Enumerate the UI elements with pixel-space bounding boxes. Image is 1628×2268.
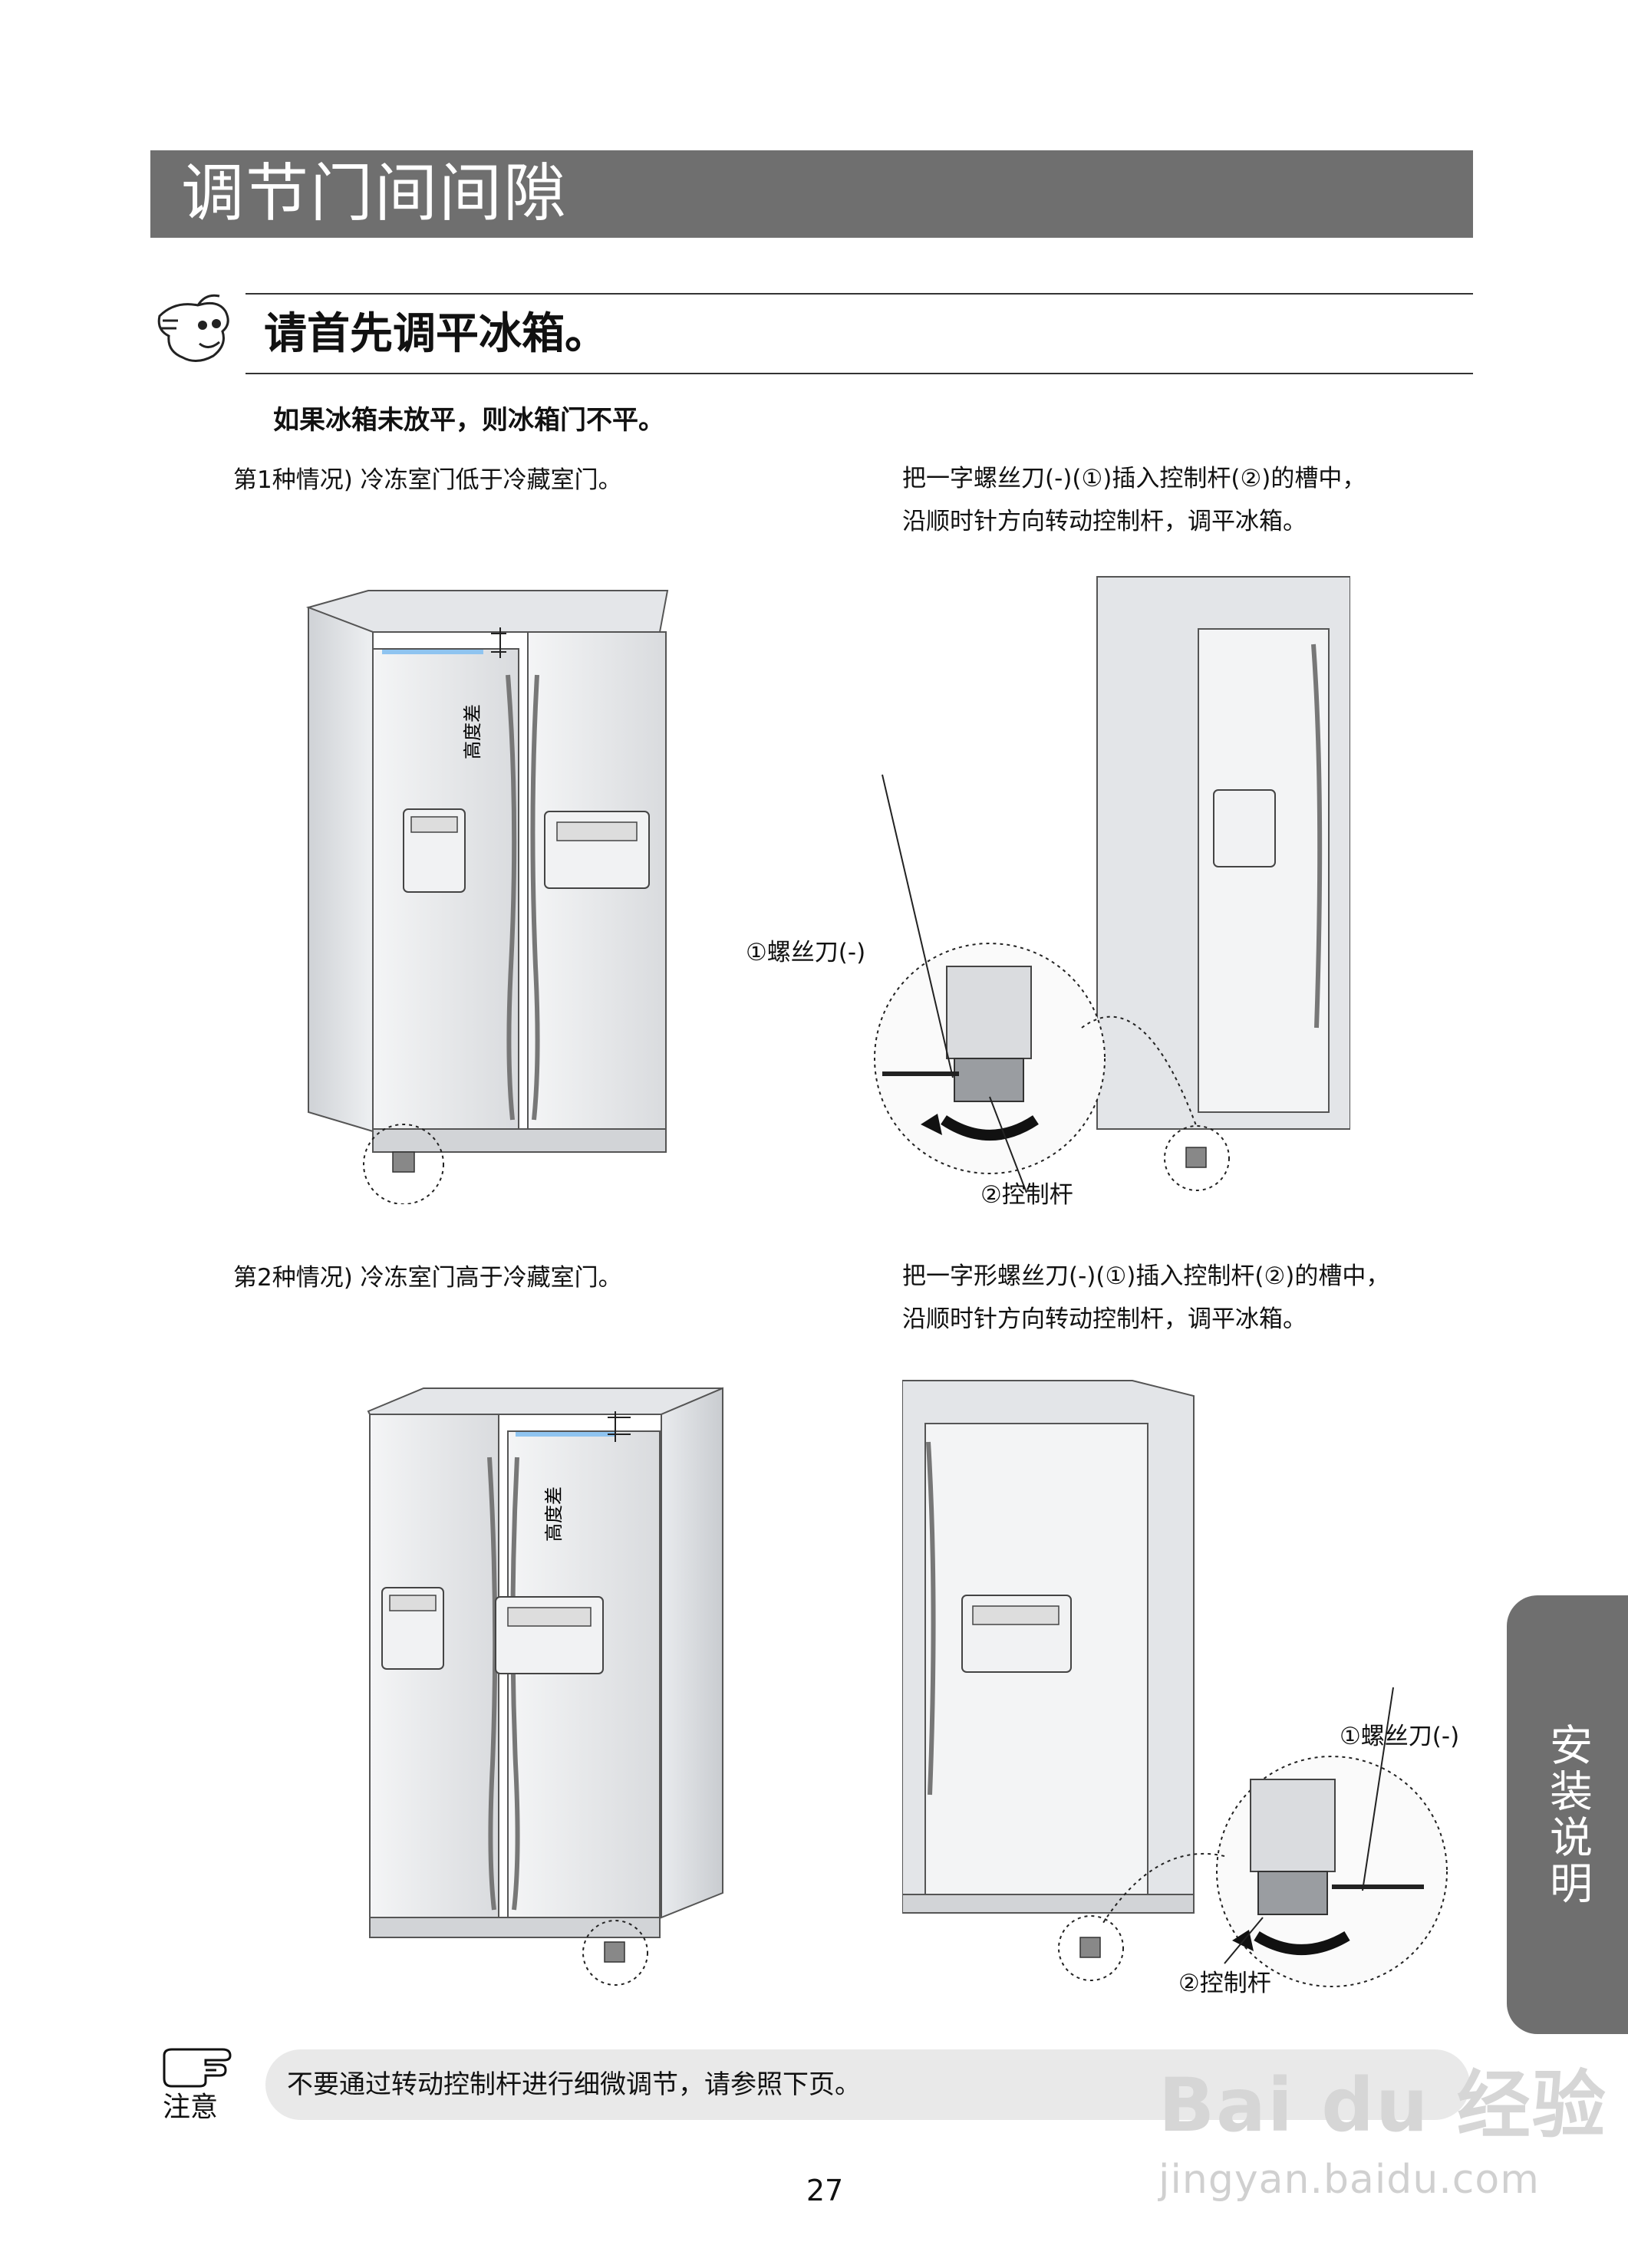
- case2-label: 第2种情况) 冷冻室门高于冷藏室门。: [233, 1264, 622, 1292]
- note-label: 注意: [163, 2092, 219, 2123]
- case2-height-diff-label: 高度差: [543, 1486, 565, 1542]
- note-text: 不要通过转动控制杆进行细微调节，请参照下页。: [287, 2069, 861, 2100]
- case1-label: 第1种情况) 冷冻室门低于冷藏室门。: [233, 466, 622, 494]
- fridge-detail-case1: [874, 576, 1350, 1193]
- case1-height-diff-label: 高度差: [462, 704, 483, 759]
- intro-text: 如果冰箱未放平，则冰箱门不平。: [273, 405, 664, 436]
- case2-callout-lever: ②控制杆: [1178, 1970, 1271, 1997]
- case1-callout-screwdriver: ①螺丝刀(-): [746, 939, 866, 966]
- pointing-hand-icon: [163, 2048, 232, 2088]
- watermark-logo: Bai du 经验: [1158, 2062, 1607, 2148]
- case2-instruction-line1: 把一字形螺丝刀(-)(①)插入控制杆(②)的槽中，: [902, 1262, 1390, 1290]
- watermark-url: jingyan.baidu.com: [1158, 2157, 1540, 2203]
- note-bar: [265, 2049, 1470, 2120]
- section-side-tab-label: 安装说明: [1542, 1723, 1593, 1907]
- fridge-detail-case2: [902, 1380, 1448, 1987]
- subtitle-rule-top: [246, 293, 1473, 295]
- subtitle: 请首先调平冰箱。: [264, 309, 608, 359]
- page-number: 27: [806, 2174, 844, 2207]
- page-title: 调节门间间隙: [181, 157, 568, 230]
- mascot-hand-icon: [157, 294, 229, 362]
- title-banner: [150, 150, 1473, 238]
- fridge-illustration-case1: 高度差: [305, 590, 669, 1204]
- fridge-illustration-case2: 高度差: [367, 1387, 723, 1986]
- case2-instruction-line2: 沿顺时针方向转动控制杆，调平冰箱。: [902, 1305, 1307, 1333]
- case2-callout-screwdriver: ①螺丝刀(-): [1340, 1723, 1460, 1750]
- case1-callout-lever: ②控制杆: [980, 1181, 1073, 1209]
- case1-instruction-line2: 沿顺时针方向转动控制杆，调平冰箱。: [902, 508, 1307, 535]
- section-side-tab: [1507, 1595, 1628, 2034]
- subtitle-rule-bottom: [246, 373, 1473, 374]
- case1-instruction-line1: 把一字螺丝刀(-)(①)插入控制杆(②)的槽中，: [902, 465, 1366, 492]
